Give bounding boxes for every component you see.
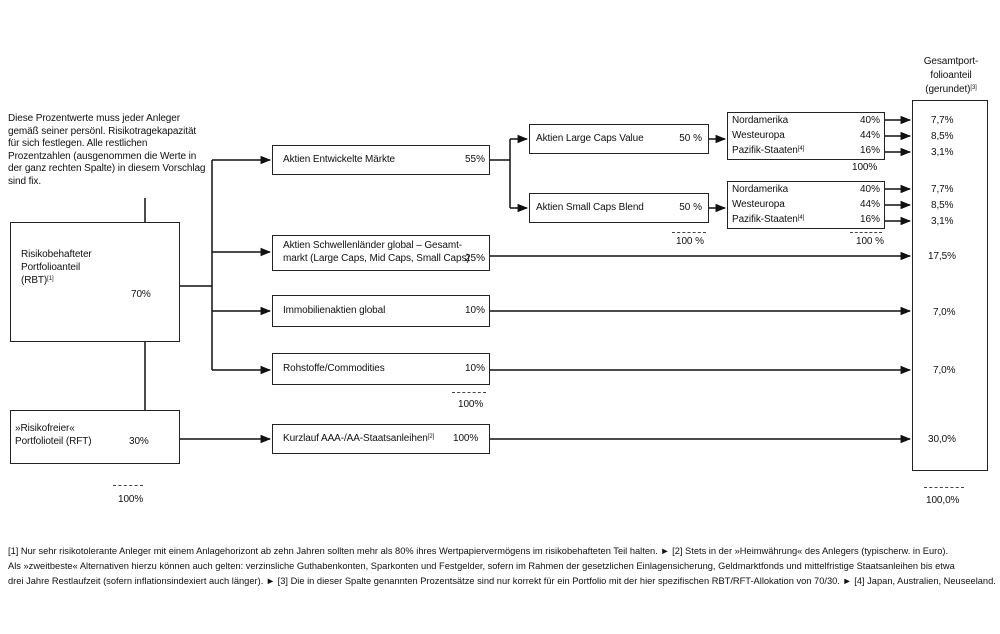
region-percent: 16% <box>859 145 880 156</box>
total-value: 7,7% <box>931 184 954 195</box>
rbt-box: Risikobehafteter Portfolioanteil (RBT)[1… <box>10 222 180 342</box>
region-name: Westeuropa <box>732 130 785 141</box>
region-name: Pazifik-Staaten[4] <box>732 145 805 156</box>
commodities-box: Rohstoffe/Commodities 10% <box>272 353 490 385</box>
developed-markets-label: Aktien Entwickelte Märkte <box>283 154 395 165</box>
total-value-commodities: 7,0% <box>933 365 956 376</box>
rft-percent: 30% <box>129 436 149 447</box>
region-percent: 40% <box>859 184 880 195</box>
developed-markets-box: Aktien Entwickelte Märkte 55% <box>272 145 490 175</box>
regions-small-total: 100 % <box>856 236 884 247</box>
emerging-markets-label-1: Aktien Schwellenländer global – Gesamt- <box>283 240 462 251</box>
real-estate-label: Immobilienaktien global <box>283 305 386 316</box>
region-name: Nordamerika <box>732 115 789 126</box>
region-name: Nordamerika <box>732 184 789 195</box>
total-value-real-estate: 7,0% <box>933 307 956 318</box>
region-percent: 44% <box>859 199 880 210</box>
mid-total-divider <box>452 392 486 393</box>
bonds-percent: 100% <box>453 433 479 444</box>
total-value-bonds: 30,0% <box>928 434 956 445</box>
bonds-label: Kurzlauf AAA-/AA-Staatsanleihen[2] <box>283 433 435 444</box>
right-total: 100,0% <box>926 495 960 506</box>
caps-total-divider <box>672 232 706 233</box>
region-name: Westeuropa <box>732 199 785 210</box>
footnote-line-3: drei Jahre Restlaufzeit (sofern inflatio… <box>8 576 996 586</box>
rbt-label-2: Portfolioanteil <box>21 262 81 273</box>
total-value: 7,7% <box>931 115 954 126</box>
left-total: 100% <box>118 494 144 505</box>
commodities-percent: 10% <box>464 363 485 374</box>
rft-label-2: Portfolioteil (RFT) <box>15 436 92 447</box>
small-caps-percent: 50 % <box>679 202 702 213</box>
rbt-percent: 70% <box>131 289 151 300</box>
real-estate-box: Immobilienaktien global 10% <box>272 295 490 327</box>
large-caps-label: Aktien Large Caps Value <box>536 133 644 144</box>
footnote-line-2: Als »zweitbeste« Alternativen hierzu kön… <box>8 561 955 571</box>
developed-markets-percent: 55% <box>464 154 485 165</box>
intro-note: Diese Prozentwerte muss jeder Anleger ge… <box>8 113 206 187</box>
total-value: 8,5% <box>931 200 954 211</box>
regions-box-small: Nordamerika 40% Westeuropa 44% Pazifik-S… <box>727 181 885 229</box>
rft-label-1: »Risikofreier« <box>15 423 75 434</box>
rft-box: »Risikofreier« Portfolioteil (RFT) 30% <box>10 410 180 464</box>
region-name: Pazifik-Staaten[4] <box>732 214 805 225</box>
total-value: 3,1% <box>931 216 954 227</box>
total-value: 3,1% <box>931 147 954 158</box>
total-value: 8,5% <box>931 131 954 142</box>
real-estate-percent: 10% <box>464 305 485 316</box>
total-allocation-column: 7,7% 8,5% 3,1% 7,7% 8,5% 3,1% 17,5% 7,0%… <box>912 100 988 471</box>
rbt-label-3: (RBT)[1] <box>21 275 54 286</box>
emerging-markets-label-2: markt (Large Caps, Mid Caps, Small Caps) <box>283 253 470 264</box>
left-total-divider <box>113 485 143 486</box>
bonds-box: Kurzlauf AAA-/AA-Staatsanleihen[2] 100% <box>272 424 490 454</box>
region-percent: 16% <box>859 214 880 225</box>
right-header-2: folioanteil <box>930 70 972 81</box>
region-percent: 40% <box>859 115 880 126</box>
footnote-line-1: [1] Nur sehr risikotolerante Anleger mit… <box>8 546 949 556</box>
emerging-markets-box: Aktien Schwellenländer global – Gesamt- … <box>272 235 490 271</box>
large-caps-box: Aktien Large Caps Value 50 % <box>529 124 709 154</box>
right-header-1: Gesamtport- <box>923 56 979 67</box>
regions-small-total-divider <box>850 232 882 233</box>
mid-total: 100% <box>458 399 484 410</box>
right-header-3: (gerundet)[3] <box>925 84 977 95</box>
right-total-divider <box>924 487 964 488</box>
total-value-emerging: 17,5% <box>928 251 956 262</box>
regions-large-total: 100% <box>852 162 878 173</box>
small-caps-box: Aktien Small Caps Blend 50 % <box>529 193 709 223</box>
regions-box-large: Nordamerika 40% Westeuropa 44% Pazifik-S… <box>727 112 885 160</box>
emerging-markets-percent: 25% <box>464 253 485 264</box>
large-caps-percent: 50 % <box>679 133 702 144</box>
small-caps-label: Aktien Small Caps Blend <box>536 202 644 213</box>
caps-total: 100 % <box>676 236 704 247</box>
region-percent: 44% <box>859 130 880 141</box>
rbt-label-1: Risikobehafteter <box>21 249 92 260</box>
commodities-label: Rohstoffe/Commodities <box>283 363 385 374</box>
